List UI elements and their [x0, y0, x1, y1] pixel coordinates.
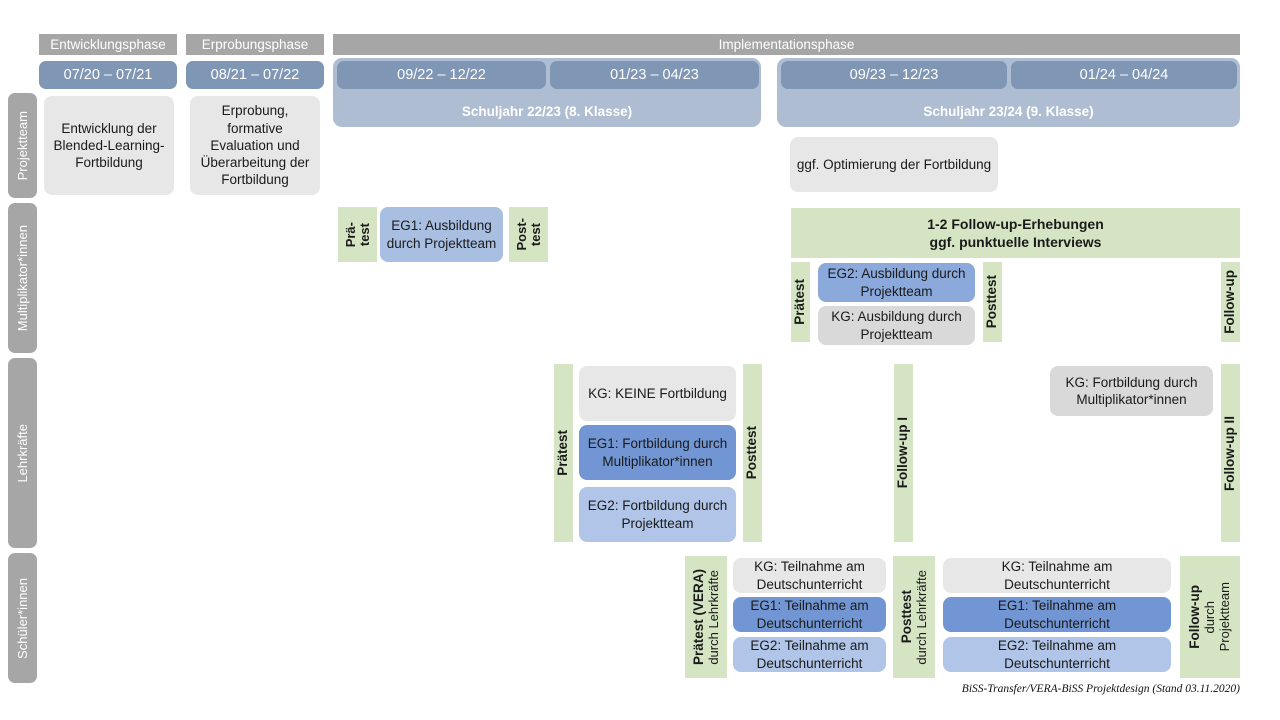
projektteam-optimierung-box: ggf. Optimierung der Fortbildung [790, 137, 998, 192]
multiplikatoren-eg2-box: EG2: Ausbildung durch Projektteam [818, 263, 975, 302]
row-label-lehrkraefte: Lehrkräfte [8, 358, 37, 548]
schuelerinnen-eg2-box-1: EG2: Teilnahme am Deutschunterricht [733, 637, 886, 672]
lehrkraefte-kg-followup-box: KG: Fortbildung durch Multiplikator*inne… [1050, 366, 1213, 416]
schuelerinnen-followup-sub2: Projektteam [1217, 582, 1233, 652]
multiplikatoren-posttest-line2: test [527, 222, 543, 247]
row-label-schuelerinnen: Schüler*innen [8, 553, 37, 683]
row-label-multiplikatorinnen: Multiplikator*innen [8, 203, 37, 353]
multiplikatoren-posttest-line1: Post- [513, 218, 529, 251]
multiplikatoren-praetest-line1: Prä- [342, 221, 358, 248]
multiplikatoren-followup-band-line1: 1-2 Follow-up-Erhebungen [927, 215, 1104, 232]
multiplikatoren-eg1-box: EG1: Ausbildung durch Projektteam [380, 207, 503, 262]
schuelerinnen-eg1-box-2: EG1: Teilnahme am Deutschunterricht [943, 597, 1171, 632]
phase-caption-implementationsphase: Implementationsphase [333, 34, 1240, 55]
lehrkraefte-eg2-box: EG2: Fortbildung durch Projektteam [579, 487, 736, 542]
multiplikatoren-posttest-bar-2: Posttest [983, 262, 1002, 342]
schuelerinnen-praetest-bar: Prätest (VERA) durch Lehrkräfte [685, 556, 727, 678]
schuelerinnen-posttest-bar: Posttest durch Lehrkräfte [893, 556, 935, 678]
multiplikatoren-praetest-line2: test [356, 222, 372, 247]
lehrkraefte-eg1-box: EG1: Fortbildung durch Multiplikator*inn… [579, 425, 736, 480]
date-pill-0124-0424: 01/24 – 04/24 [1011, 61, 1237, 89]
multiplikatoren-praetest-2-text: Prätest [792, 279, 808, 325]
schuelerinnen-kg-box-2: KG: Teilnahme am Deutschunterricht [943, 558, 1171, 593]
row-label-projektteam-text: Projektteam [15, 110, 30, 181]
lehrkraefte-praetest-bar: Prätest [554, 364, 573, 542]
schuelerinnen-followup-bar: Follow-up durch Projektteam [1180, 556, 1240, 678]
schuelerinnen-eg2-box-2: EG2: Teilnahme am Deutschunterricht [943, 637, 1171, 672]
multiplikatoren-kg-box: KG: Ausbildung durch Projektteam [818, 306, 975, 345]
schuelerinnen-posttest-sub: durch Lehrkräfte [913, 569, 929, 665]
date-pill-0123-0423: 01/23 – 04/23 [550, 61, 759, 89]
date-pill-0923-1223: 09/23 – 12/23 [781, 61, 1007, 89]
lehrkraefte-posttest-bar: Posttest [743, 364, 762, 542]
schuelerinnen-praetest-bold: Prätest (VERA) [690, 568, 706, 666]
schuelerinnen-praetest-sub: durch Lehrkräfte [705, 569, 721, 665]
row-label-multiplikatorinnen-text: Multiplikator*innen [15, 224, 30, 332]
phase-caption-entwicklungsphase: Entwicklungsphase [39, 34, 177, 55]
multiplikatoren-praetest-bar-1: Prä- test [338, 207, 377, 262]
date-pill-erprobungsphase: 08/21 – 07/22 [186, 61, 324, 89]
schuelerinnen-kg-box-1: KG: Teilnahme am Deutschunterricht [733, 558, 886, 593]
schuelerinnen-eg1-box-1: EG1: Teilnahme am Deutschunterricht [733, 597, 886, 632]
projektteam-entwicklung-box: Entwicklung der Blended-Learning-Fortbil… [44, 96, 174, 195]
date-pill-0922-1222: 09/22 – 12/22 [337, 61, 546, 89]
multiplikatoren-praetest-bar-2: Prätest [791, 262, 810, 342]
lehrkraefte-kg-box: KG: KEINE Fortbildung [579, 366, 736, 421]
schuelerinnen-followup-sub1: durch [1202, 600, 1218, 634]
lehrkraefte-praetest-text: Prätest [555, 430, 571, 476]
school-year-label-2223: Schuljahr 22/23 (8. Klasse) [461, 104, 633, 119]
lehrkraefte-followup-1-text: Follow-up I [895, 417, 911, 489]
footer-credit: BiSS-Transfer/VERA-BiSS Projektdesign (S… [961, 683, 1240, 695]
row-label-schuelerinnen-text: Schüler*innen [15, 577, 30, 659]
multiplikatoren-followup-band: 1-2 Follow-up-Erhebungen ggf. punktuelle… [791, 208, 1240, 258]
multiplikatoren-posttest-bar-1: Post- test [509, 207, 548, 262]
lehrkraefte-followup-2-bar: Follow-up II [1221, 364, 1240, 542]
multiplikatoren-followup-bar: Follow-up [1221, 262, 1240, 342]
multiplikatoren-posttest-2-text: Posttest [984, 275, 1000, 329]
school-year-label-2324: Schuljahr 23/24 (9. Klasse) [923, 104, 1094, 119]
lehrkraefte-posttest-text: Posttest [744, 426, 760, 480]
row-label-lehrkraefte-text: Lehrkräfte [15, 423, 30, 483]
phase-caption-erprobungsphase: Erprobungsphase [186, 34, 324, 55]
lehrkraefte-followup-2-text: Follow-up II [1222, 415, 1238, 491]
lehrkraefte-followup-1-bar: Follow-up I [894, 364, 913, 542]
date-pill-entwicklungsphase: 07/20 – 07/21 [39, 61, 177, 89]
multiplikatoren-followup-band-line2: ggf. punktuelle Interviews [929, 234, 1102, 250]
projektteam-erprobung-box: Erprobung, formative Evaluation und Über… [190, 96, 320, 195]
row-label-projektteam: Projektteam [8, 93, 37, 198]
multiplikatoren-followup-text: Follow-up [1222, 270, 1238, 334]
schuelerinnen-followup-bold: Follow-up [1187, 585, 1203, 649]
schuelerinnen-posttest-bold: Posttest [898, 590, 914, 644]
